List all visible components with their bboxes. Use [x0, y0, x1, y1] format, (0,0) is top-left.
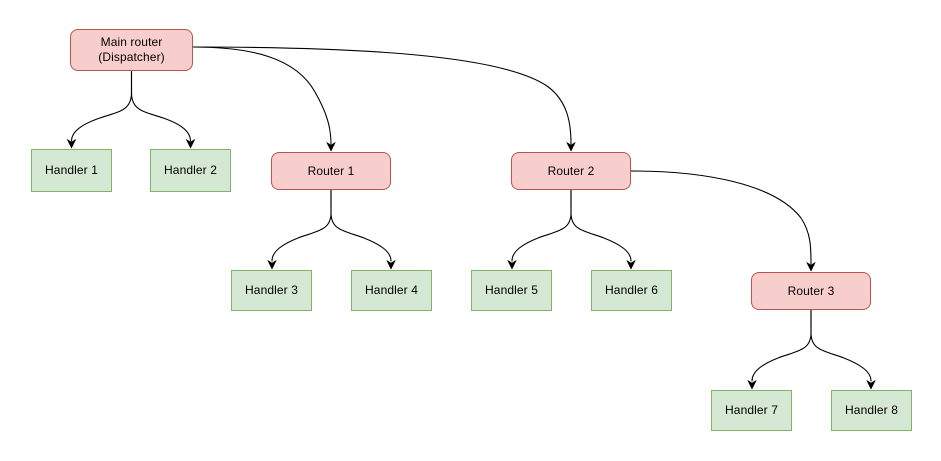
- node-label-router-1: Router 1: [307, 163, 355, 178]
- edge-router2-to-handler-5: [511, 189, 572, 262]
- edge-router2-to-router-3: [630, 170, 812, 265]
- node-label-handler-3: Handler 3: [245, 283, 298, 297]
- arrow-handler-8: [866, 380, 876, 390]
- edge-main-to-router-1: [192, 46, 332, 145]
- arrow-handler-2: [186, 139, 195, 149]
- node-handler-8[interactable]: Handler 8: [831, 390, 912, 431]
- edge-main-to-handler-1: [70, 70, 133, 142]
- node-handler-7[interactable]: Handler 7: [711, 390, 792, 431]
- edge-router3-to-handler-7: [751, 309, 812, 382]
- arrow-router-3: [806, 262, 816, 272]
- edge-main-to-router-2: [192, 46, 572, 145]
- node-label-handler-5: Handler 5: [485, 283, 538, 297]
- node-router-3[interactable]: Router 3: [751, 272, 871, 310]
- arrow-handler-6: [626, 260, 636, 270]
- node-label-handler-6: Handler 6: [605, 283, 658, 297]
- node-handler-6[interactable]: Handler 6: [591, 270, 672, 311]
- node-handler-1[interactable]: Handler 1: [31, 149, 112, 192]
- node-label-handler-1: Handler 1: [45, 163, 98, 177]
- edge-main-to-handler-2: [130, 70, 192, 142]
- node-router-2[interactable]: Router 2: [511, 152, 631, 190]
- arrow-handler-7: [747, 380, 757, 390]
- edge-router3-to-handler-8: [810, 309, 872, 382]
- arrow-handler-3: [267, 260, 277, 270]
- node-router-1[interactable]: Router 1: [271, 152, 391, 190]
- node-label-router-2: Router 2: [547, 163, 595, 178]
- node-label-router-3: Router 3: [787, 283, 835, 298]
- arrow-router-2: [566, 142, 576, 152]
- arrow-handler-4: [386, 260, 396, 270]
- node-main-router[interactable]: Main router (Dispatcher): [70, 29, 193, 71]
- arrow-handler-1: [67, 139, 76, 149]
- node-label-handler-2: Handler 2: [164, 163, 217, 177]
- node-label-main-router: Main router (Dispatcher): [98, 35, 165, 64]
- node-handler-3[interactable]: Handler 3: [231, 270, 312, 311]
- edge-router2-to-handler-6: [570, 189, 632, 262]
- node-handler-2[interactable]: Handler 2: [150, 149, 231, 192]
- node-label-handler-7: Handler 7: [725, 403, 778, 417]
- edge-router1-to-handler-3: [271, 189, 332, 262]
- arrow-router-1: [326, 142, 336, 152]
- node-label-handler-4: Handler 4: [365, 283, 418, 297]
- edge-group: [70, 46, 872, 382]
- node-handler-5[interactable]: Handler 5: [471, 270, 552, 311]
- arrow-handler-5: [507, 260, 517, 270]
- node-handler-4[interactable]: Handler 4: [351, 270, 432, 311]
- edge-router1-to-handler-4: [330, 189, 392, 262]
- node-label-handler-8: Handler 8: [845, 403, 898, 417]
